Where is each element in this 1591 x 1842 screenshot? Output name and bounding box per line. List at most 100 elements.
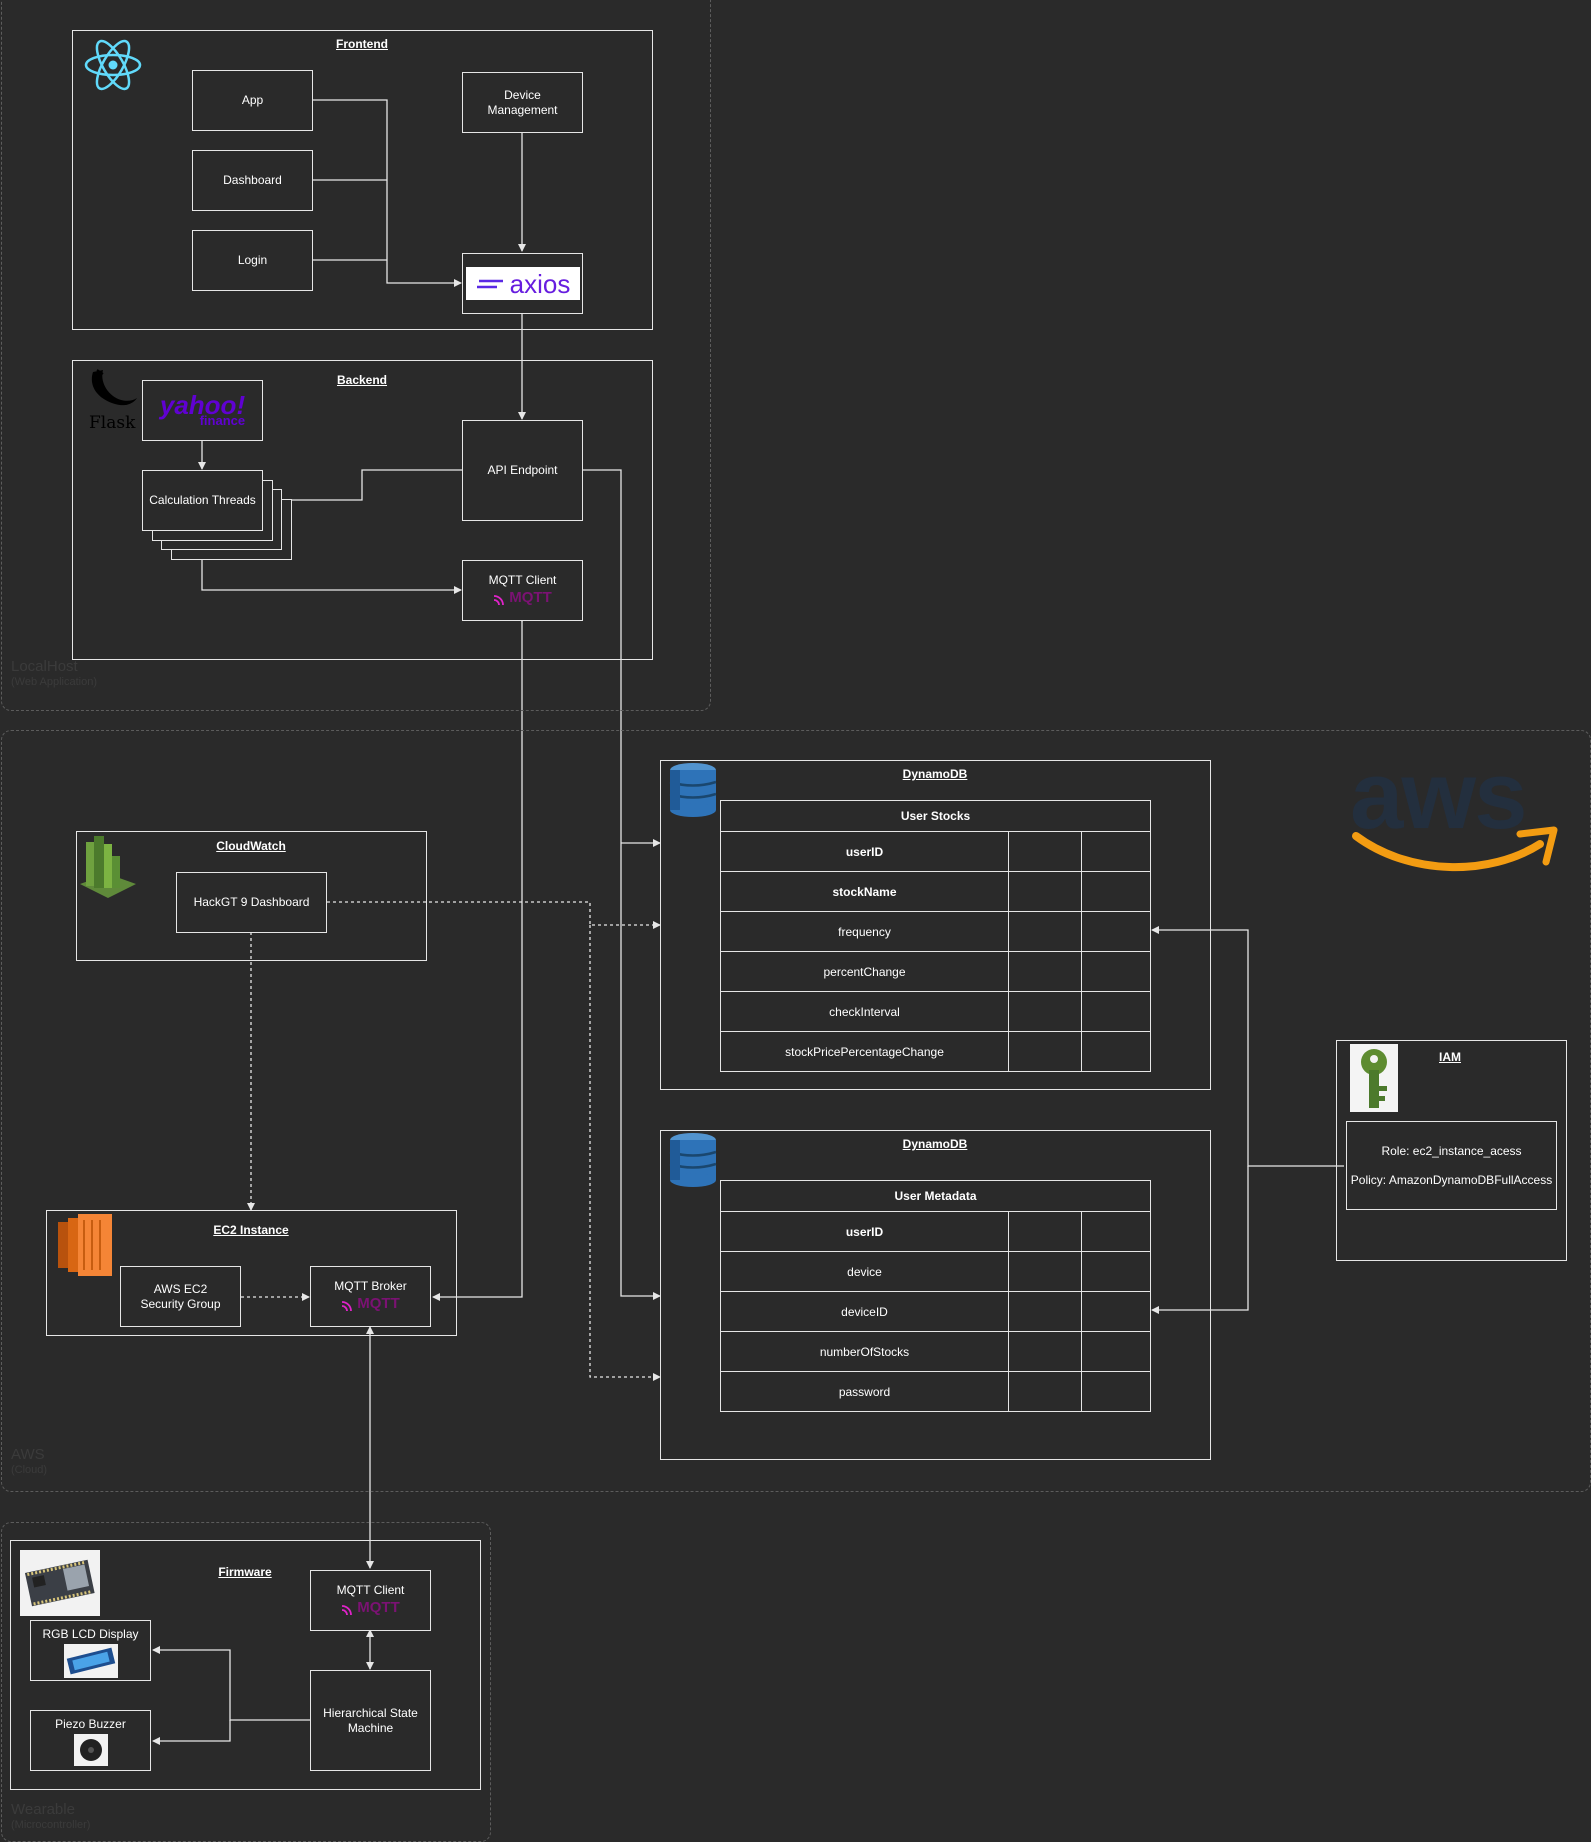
user-metadata-table-header: User Metadata xyxy=(720,1180,1151,1212)
dynamodb-stocks-title: DynamoDB xyxy=(902,767,968,781)
field-name: stockName xyxy=(720,871,1009,912)
frontend-container xyxy=(72,30,653,330)
field-name: numberOfStocks xyxy=(720,1331,1009,1372)
firmware-mqtt-client[interactable]: MQTT Client MQTT xyxy=(310,1570,431,1631)
field-name: password xyxy=(720,1371,1009,1412)
axios-logo: axios xyxy=(465,267,580,300)
ec2-title: EC2 Instance xyxy=(213,1223,289,1237)
piezo-buzzer[interactable]: Piezo Buzzer xyxy=(30,1710,151,1771)
field-name: deviceID xyxy=(720,1291,1009,1332)
table-row: numberOfStocks xyxy=(720,1331,1151,1372)
dynamodb-icon xyxy=(668,1132,718,1188)
edge-app-axios xyxy=(313,99,462,287)
edge-iam-dynamo xyxy=(1151,926,1344,1167)
field-cell xyxy=(1081,831,1151,872)
field-name: percentChange xyxy=(720,951,1009,992)
frontend-title: Frontend xyxy=(336,37,388,51)
microcontroller-board-image xyxy=(20,1550,100,1616)
field-cell xyxy=(1081,1211,1151,1252)
mqtt-logo: MQTT xyxy=(493,589,552,608)
field-cell xyxy=(1008,1371,1082,1412)
table-row: stockPricePercentageChange xyxy=(720,1031,1151,1072)
cloudwatch-title: CloudWatch xyxy=(216,839,286,853)
iam-container xyxy=(1336,1040,1567,1261)
edge-hsm-buzzer xyxy=(152,1720,231,1745)
ec2-container xyxy=(46,1210,457,1336)
flask-horn-icon xyxy=(91,369,137,406)
axios-client[interactable]: axios xyxy=(462,253,583,314)
cloudwatch-container xyxy=(76,831,427,961)
dynamodb-meta-container xyxy=(660,1130,1211,1460)
device-management-component[interactable]: Device Management xyxy=(462,72,583,133)
yahoo-finance-logo: yahoo! finance xyxy=(159,389,246,428)
dashboard-component[interactable]: Dashboard xyxy=(192,150,313,211)
table-row: password xyxy=(720,1371,1151,1412)
buzzer-icon xyxy=(73,1734,108,1766)
field-name: frequency xyxy=(720,911,1009,952)
field-cell xyxy=(1008,1331,1082,1372)
hackgt-dashboard[interactable]: HackGT 9 Dashboard xyxy=(176,872,327,933)
aws-logo: aws xyxy=(1350,748,1560,883)
app-component[interactable]: App xyxy=(192,70,313,131)
field-cell xyxy=(1081,911,1151,952)
wearable-group-label: Wearable (Microcontroller) xyxy=(11,1801,91,1831)
field-cell xyxy=(1008,1031,1082,1072)
dynamodb-meta-title: DynamoDB xyxy=(902,1137,968,1151)
firmware-title: Firmware xyxy=(218,1565,272,1579)
field-cell xyxy=(1008,991,1082,1032)
mqtt-signal-icon xyxy=(342,1604,353,1615)
localhost-group-label: LocalHost (Web Application) xyxy=(11,658,98,688)
field-cell xyxy=(1081,1331,1151,1372)
aws-smile-icon xyxy=(1352,826,1558,872)
cloudwatch-icon xyxy=(78,834,136,898)
field-cell xyxy=(1081,1031,1151,1072)
table-row: userID xyxy=(720,1211,1151,1252)
backend-title: Backend xyxy=(336,373,388,387)
field-cell xyxy=(1008,911,1082,952)
lcd-display-icon xyxy=(63,1644,118,1678)
user-stocks-table-header: User Stocks xyxy=(720,800,1151,832)
react-icon xyxy=(84,38,142,92)
mqtt-signal-icon xyxy=(494,594,505,605)
hierarchical-state-machine[interactable]: Hierarchical State Machine xyxy=(310,1670,431,1771)
field-name: stockPricePercentageChange xyxy=(720,1031,1009,1072)
mqtt-logo: MQTT xyxy=(341,1599,400,1618)
field-cell xyxy=(1081,1251,1151,1292)
firmware-container xyxy=(10,1540,481,1790)
table-row: userID xyxy=(720,831,1151,872)
iam-title: IAM xyxy=(1439,1050,1461,1064)
flask-logo: Flask xyxy=(85,368,141,434)
yahoo-finance-source[interactable]: yahoo! finance xyxy=(142,380,263,441)
table-row: percentChange xyxy=(720,951,1151,992)
ec2-security-group[interactable]: AWS EC2 Security Group xyxy=(120,1266,241,1327)
field-name: userID xyxy=(720,831,1009,872)
backend-container xyxy=(72,360,653,660)
field-cell xyxy=(1081,991,1151,1032)
axios-arrows-icon xyxy=(476,279,503,288)
dynamodb-stocks-container xyxy=(660,760,1211,1090)
dynamodb-icon xyxy=(668,762,718,818)
field-cell xyxy=(1008,871,1082,912)
mqtt-logo: MQTT xyxy=(341,1295,400,1314)
table-row: deviceID xyxy=(720,1291,1151,1332)
field-cell xyxy=(1008,831,1082,872)
field-cell xyxy=(1008,1291,1082,1332)
table-row: checkInterval xyxy=(720,991,1151,1032)
edge-api-calc xyxy=(262,469,462,504)
calculation-threads[interactable]: Calculation Threads xyxy=(142,470,263,531)
table-row: stockName xyxy=(720,871,1151,912)
field-name: checkInterval xyxy=(720,991,1009,1032)
field-cell xyxy=(1081,951,1151,992)
field-cell xyxy=(1081,871,1151,912)
mqtt-broker[interactable]: MQTT Broker MQTT xyxy=(310,1266,431,1327)
edge-mqtt-broker xyxy=(432,615,526,1301)
login-component[interactable]: Login xyxy=(192,230,313,291)
edge-cloudwatch-dynamo-meta xyxy=(589,925,661,1381)
aws-group-label: AWS (Cloud) xyxy=(11,1446,48,1476)
rgb-lcd-display[interactable]: RGB LCD Display xyxy=(30,1620,151,1681)
api-endpoint[interactable]: API Endpoint xyxy=(462,420,583,521)
backend-mqtt-client[interactable]: MQTT Client MQTT xyxy=(462,560,583,621)
iam-role-policy[interactable]: Role: ec2_instance_acess Policy: AmazonD… xyxy=(1346,1121,1557,1210)
